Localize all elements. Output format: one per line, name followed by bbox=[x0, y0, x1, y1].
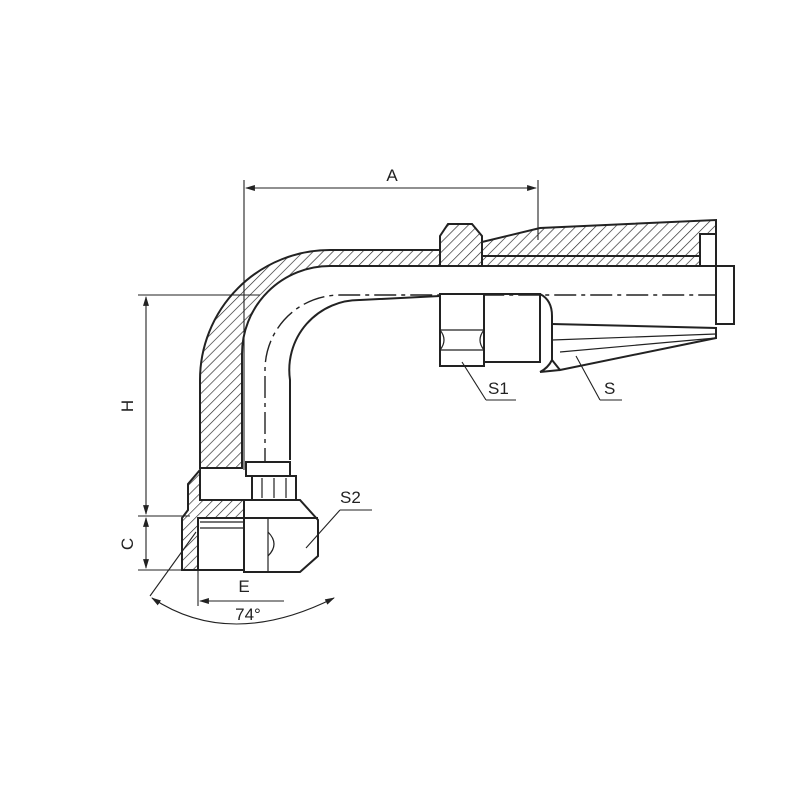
dimension-h: H bbox=[118, 294, 260, 517]
leader-s1: S1 bbox=[461, 361, 516, 401]
dimension-c: C bbox=[118, 517, 184, 571]
label-e: E bbox=[238, 577, 249, 596]
hex-nut-s1 bbox=[439, 223, 485, 367]
label-s2: S2 bbox=[340, 488, 361, 507]
centerline bbox=[264, 294, 735, 470]
label-s1: S1 bbox=[488, 379, 509, 398]
leader-s: S bbox=[575, 355, 622, 401]
tube-wall bbox=[199, 249, 441, 469]
angle-74: 74° bbox=[149, 531, 335, 625]
leader-s2: S2 bbox=[305, 488, 372, 549]
label-angle: 74° bbox=[235, 605, 261, 624]
label-a: A bbox=[386, 166, 398, 185]
label-s: S bbox=[604, 379, 615, 398]
swivel-nut-s2 bbox=[181, 461, 319, 573]
dimension-e: E bbox=[197, 570, 284, 606]
label-c: C bbox=[118, 538, 137, 550]
hose-socket-s bbox=[481, 218, 735, 373]
label-h: H bbox=[118, 400, 137, 412]
tube-bore-line bbox=[288, 295, 441, 460]
dimension-a: A bbox=[243, 166, 539, 470]
